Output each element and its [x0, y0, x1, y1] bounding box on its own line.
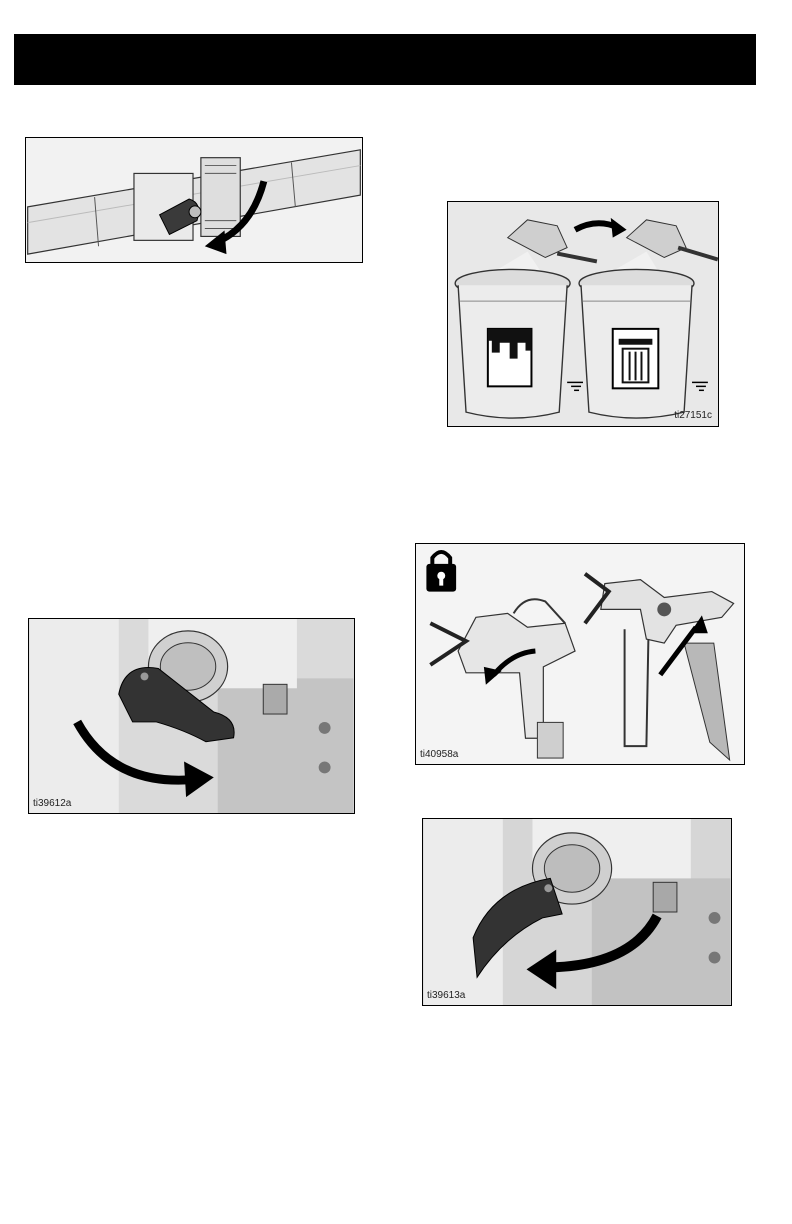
figure-id-label: ti39612a — [33, 798, 71, 809]
flush-pails-illustration — [448, 202, 718, 426]
drain-valve-figure: ti39613a — [422, 818, 732, 1006]
trigger-lock-figure: ti40958a — [415, 543, 745, 765]
pipe-valve-figure — [25, 137, 363, 263]
prime-valve-figure: ti39612a — [28, 618, 355, 814]
pipe-valve-illustration — [26, 138, 362, 262]
figure-id-label: ti40958a — [420, 749, 458, 760]
prime-valve-illustration — [29, 619, 354, 813]
section-header-bar — [14, 34, 756, 85]
trigger-lock-illustration — [416, 544, 744, 764]
flush-pails-figure: ti27151c — [447, 201, 719, 427]
figure-id-label: ti39613a — [427, 990, 465, 1001]
figure-id-label: ti27151c — [674, 410, 712, 421]
drain-valve-illustration — [423, 819, 731, 1005]
